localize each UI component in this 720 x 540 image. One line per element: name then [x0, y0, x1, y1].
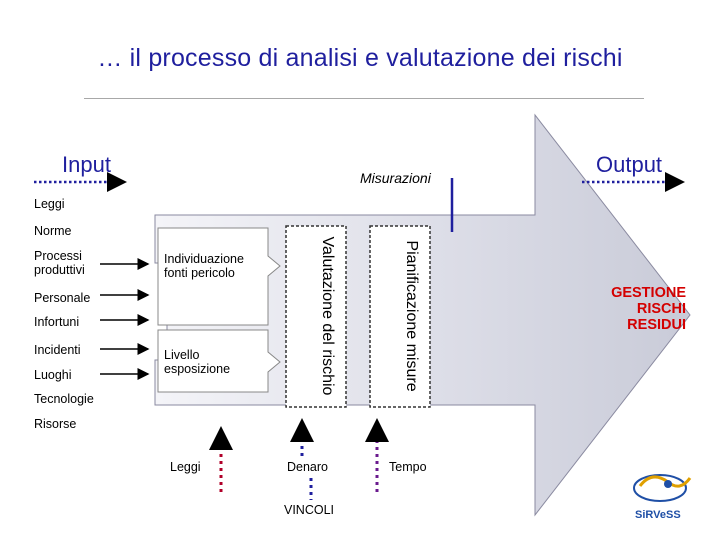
logo-text: SiRVeSS — [635, 509, 681, 521]
box-livello — [157, 329, 281, 393]
box-individuazione — [157, 227, 281, 326]
constraint-tempo-label: Tempo — [389, 460, 427, 474]
input-tecnologie: Tecnologie — [34, 392, 94, 406]
measurements-label: Misurazioni — [360, 170, 431, 186]
process-livello-label: Livello esposizione — [164, 348, 231, 376]
process-pianificazione-label: Pianificazione misure — [403, 240, 420, 392]
box-valutazione — [285, 225, 347, 408]
input-risorse: Risorse — [34, 417, 77, 431]
input-leggi: Leggi — [34, 197, 65, 211]
process-valutazione-label: Valutazione del rischio — [319, 236, 336, 396]
sirvess-logo-icon — [633, 474, 692, 502]
process-individuazione-label: Individuazione fonti pericolo — [164, 252, 244, 280]
input-luoghi: Luoghi — [34, 368, 72, 382]
page-title: … il processo di analisi e valutazione d… — [97, 44, 623, 72]
constraint-leggi-label: Leggi — [170, 460, 201, 474]
input-incidenti: Incidenti — [34, 343, 81, 357]
input-label: Input — [62, 152, 111, 177]
constraint-vincoli-label: VINCOLI — [284, 503, 335, 517]
title-divider — [84, 98, 644, 99]
box-pianificazione — [369, 225, 431, 408]
input-norme: Norme — [34, 224, 72, 238]
constraint-denaro-label: Denaro — [287, 460, 328, 474]
output-label: Output — [596, 152, 663, 177]
input-processi: Processi produttivi — [34, 249, 85, 277]
input-infortuni: Infortuni — [34, 315, 80, 329]
input-personale: Personale — [34, 291, 91, 305]
output-gestione-text: GESTIONE RISCHI RESIDUI — [611, 285, 686, 333]
